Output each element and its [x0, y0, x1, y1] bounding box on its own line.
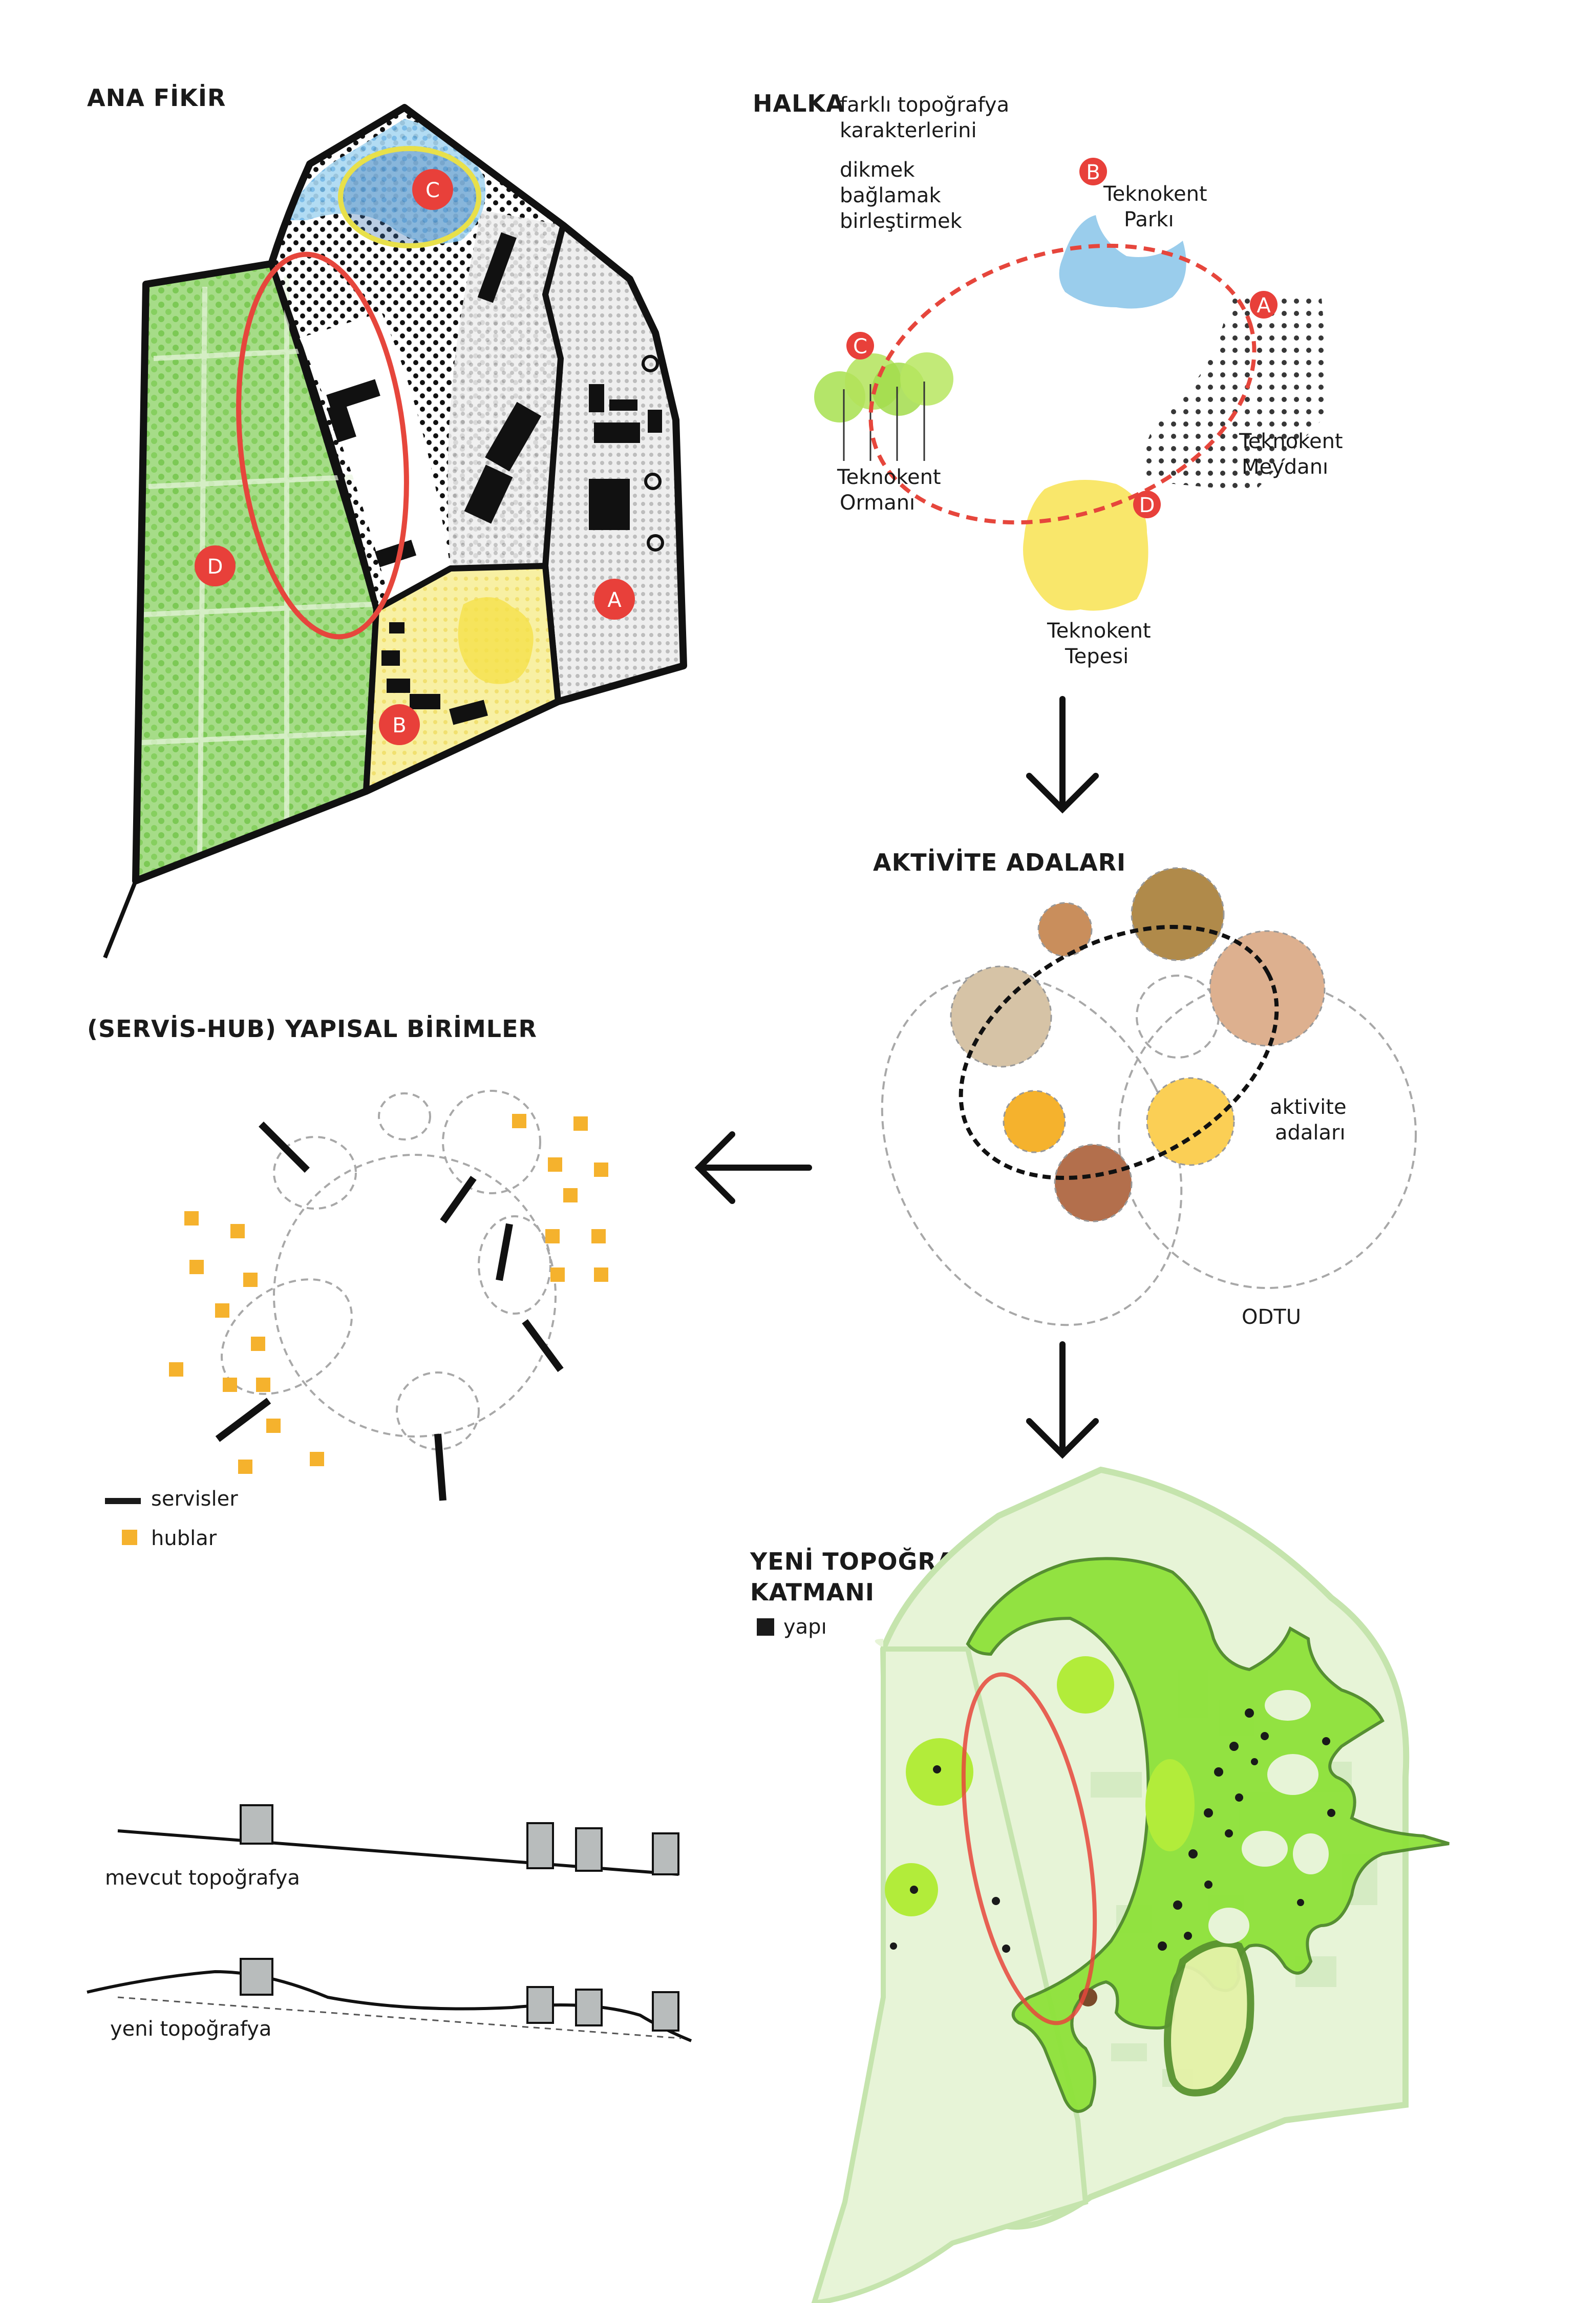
section-new-label: yeni topoğrafya [110, 2017, 271, 2041]
halka-meydan-label-2: Meydanı [1242, 455, 1328, 479]
legend-building-swatch [757, 1618, 774, 1636]
halka-markers: B A C D [846, 158, 1278, 518]
legend-service-label: servisler [151, 1487, 238, 1511]
island-2 [1131, 867, 1225, 961]
svg-text:C: C [425, 179, 440, 202]
halka-verb-3: birleştirmek [840, 209, 963, 233]
aktivite-context-bubbles [881, 973, 1417, 1326]
aktivite-title: AKTİVİTE ADALARI [873, 849, 1126, 876]
halka-tepe-shape [1023, 480, 1148, 611]
zone-markers: C D B A [195, 169, 635, 745]
marker-a: A [594, 579, 635, 620]
section-new: yeni topoğrafya [87, 1958, 692, 2042]
new-layer-voids [1208, 1690, 1329, 1943]
new-layer-dots [1158, 1708, 1335, 1951]
halka-tepe-label-1: Teknokent [1047, 619, 1151, 643]
halka-orman-label-2: Ormanı [840, 491, 915, 515]
island-6 [1146, 1077, 1235, 1166]
svg-text:B: B [392, 714, 406, 737]
halka-meydan-label-1: Teknokent [1239, 430, 1343, 453]
servis-title: (SERVİS-HUB) YAPISAL BİRİMLER [87, 1015, 537, 1043]
svg-text:C: C [853, 335, 867, 358]
new-layer-loop [1164, 1939, 1254, 2097]
halka-forest-trees [814, 352, 953, 461]
new-site-west [811, 1646, 1089, 2303]
svg-text:D: D [1139, 494, 1155, 517]
island-1 [1037, 902, 1093, 957]
halka-tepe-label-2: Tepesi [1065, 645, 1129, 668]
arrow-down-2 [1026, 1341, 1099, 1459]
zone-c-yellow-outline [338, 146, 481, 248]
legend-service-swatch [105, 1498, 141, 1504]
site-tail-line [103, 880, 138, 959]
svg-text:B: B [1086, 161, 1100, 184]
island-7 [1054, 1144, 1133, 1222]
arrow-down-1 [1026, 696, 1099, 814]
existing-buildings [326, 232, 662, 725]
section-existing-label: mevcut topoğrafya [105, 1866, 300, 1890]
site-outline [132, 104, 687, 884]
zone-a-east [542, 222, 687, 705]
halka-orman-label-1: Teknokent [837, 466, 941, 489]
halka-park-shape [1059, 215, 1186, 309]
aktivite-label-2: adaları [1275, 1121, 1346, 1145]
yeni-topografya-diagram: YENİ TOPOĞRAFYA KATMANI yapı [750, 1466, 1450, 2303]
marker-d: D [195, 545, 236, 586]
ana-fikir-diagram: ANA FİKİR [87, 84, 687, 959]
marker-b: B [379, 704, 420, 745]
halka-ring [868, 243, 1257, 525]
svg-text:A: A [1257, 294, 1271, 318]
aktivite-ring [959, 924, 1279, 1180]
halka-verb-1: dikmek [840, 158, 915, 182]
halka-title: HALKA [753, 90, 845, 117]
arrow-left [694, 1131, 812, 1204]
halka-park-label-2: Parkı [1124, 208, 1174, 231]
servis-hub-diagram: (SERVİS-HUB) YAPISAL BİRİMLER [87, 1015, 608, 1550]
new-layer-ring [961, 1672, 1097, 2025]
hill-yellow-blob [458, 597, 534, 684]
concept-ring [236, 251, 409, 640]
halka-subtitle-line-2: karakterlerini [840, 119, 977, 142]
odtu-label: ODTU [1242, 1305, 1301, 1329]
forest-grid-lines [140, 277, 374, 861]
legend-hub-swatch [122, 1530, 137, 1545]
halka-diagram: HALKA farklı topoğrafya karakterlerini d… [753, 90, 1343, 668]
ana-fikir-title: ANA FİKİR [87, 84, 226, 112]
island-5 [1003, 1090, 1066, 1153]
service-bars [215, 1122, 564, 1501]
halka-meydan-shape [1144, 292, 1331, 492]
halka-subtitle-line-1: farklı topoğrafya [840, 93, 1009, 117]
aktivite-label-1: aktivite [1270, 1095, 1347, 1119]
legend-building-label: yapı [783, 1615, 827, 1639]
island-4 [950, 965, 1052, 1068]
svg-text:D: D [207, 555, 223, 579]
marker-c: C [412, 169, 453, 210]
section-existing: mevcut topoğrafya [105, 1804, 679, 1890]
servis-legend: servisler hublar [105, 1487, 238, 1550]
zone-white-inner [300, 312, 451, 599]
tree-circles [642, 355, 664, 552]
halka-verb-2: bağlamak [840, 184, 941, 207]
hub-squares [169, 1114, 608, 1474]
halka-park-label-1: Teknokent [1103, 182, 1207, 206]
svg-text:A: A [607, 588, 622, 612]
island-3 [1209, 930, 1326, 1047]
zone-grey-middle [448, 210, 563, 568]
yeni-title-line-2: KATMANI [750, 1578, 875, 1606]
aktivite-diagram: AKTİVİTE ADALARI aktivite adaları ODTU [873, 849, 1417, 1329]
legend-hub-label: hublar [151, 1527, 217, 1550]
new-layer-trees [885, 1656, 1195, 2006]
